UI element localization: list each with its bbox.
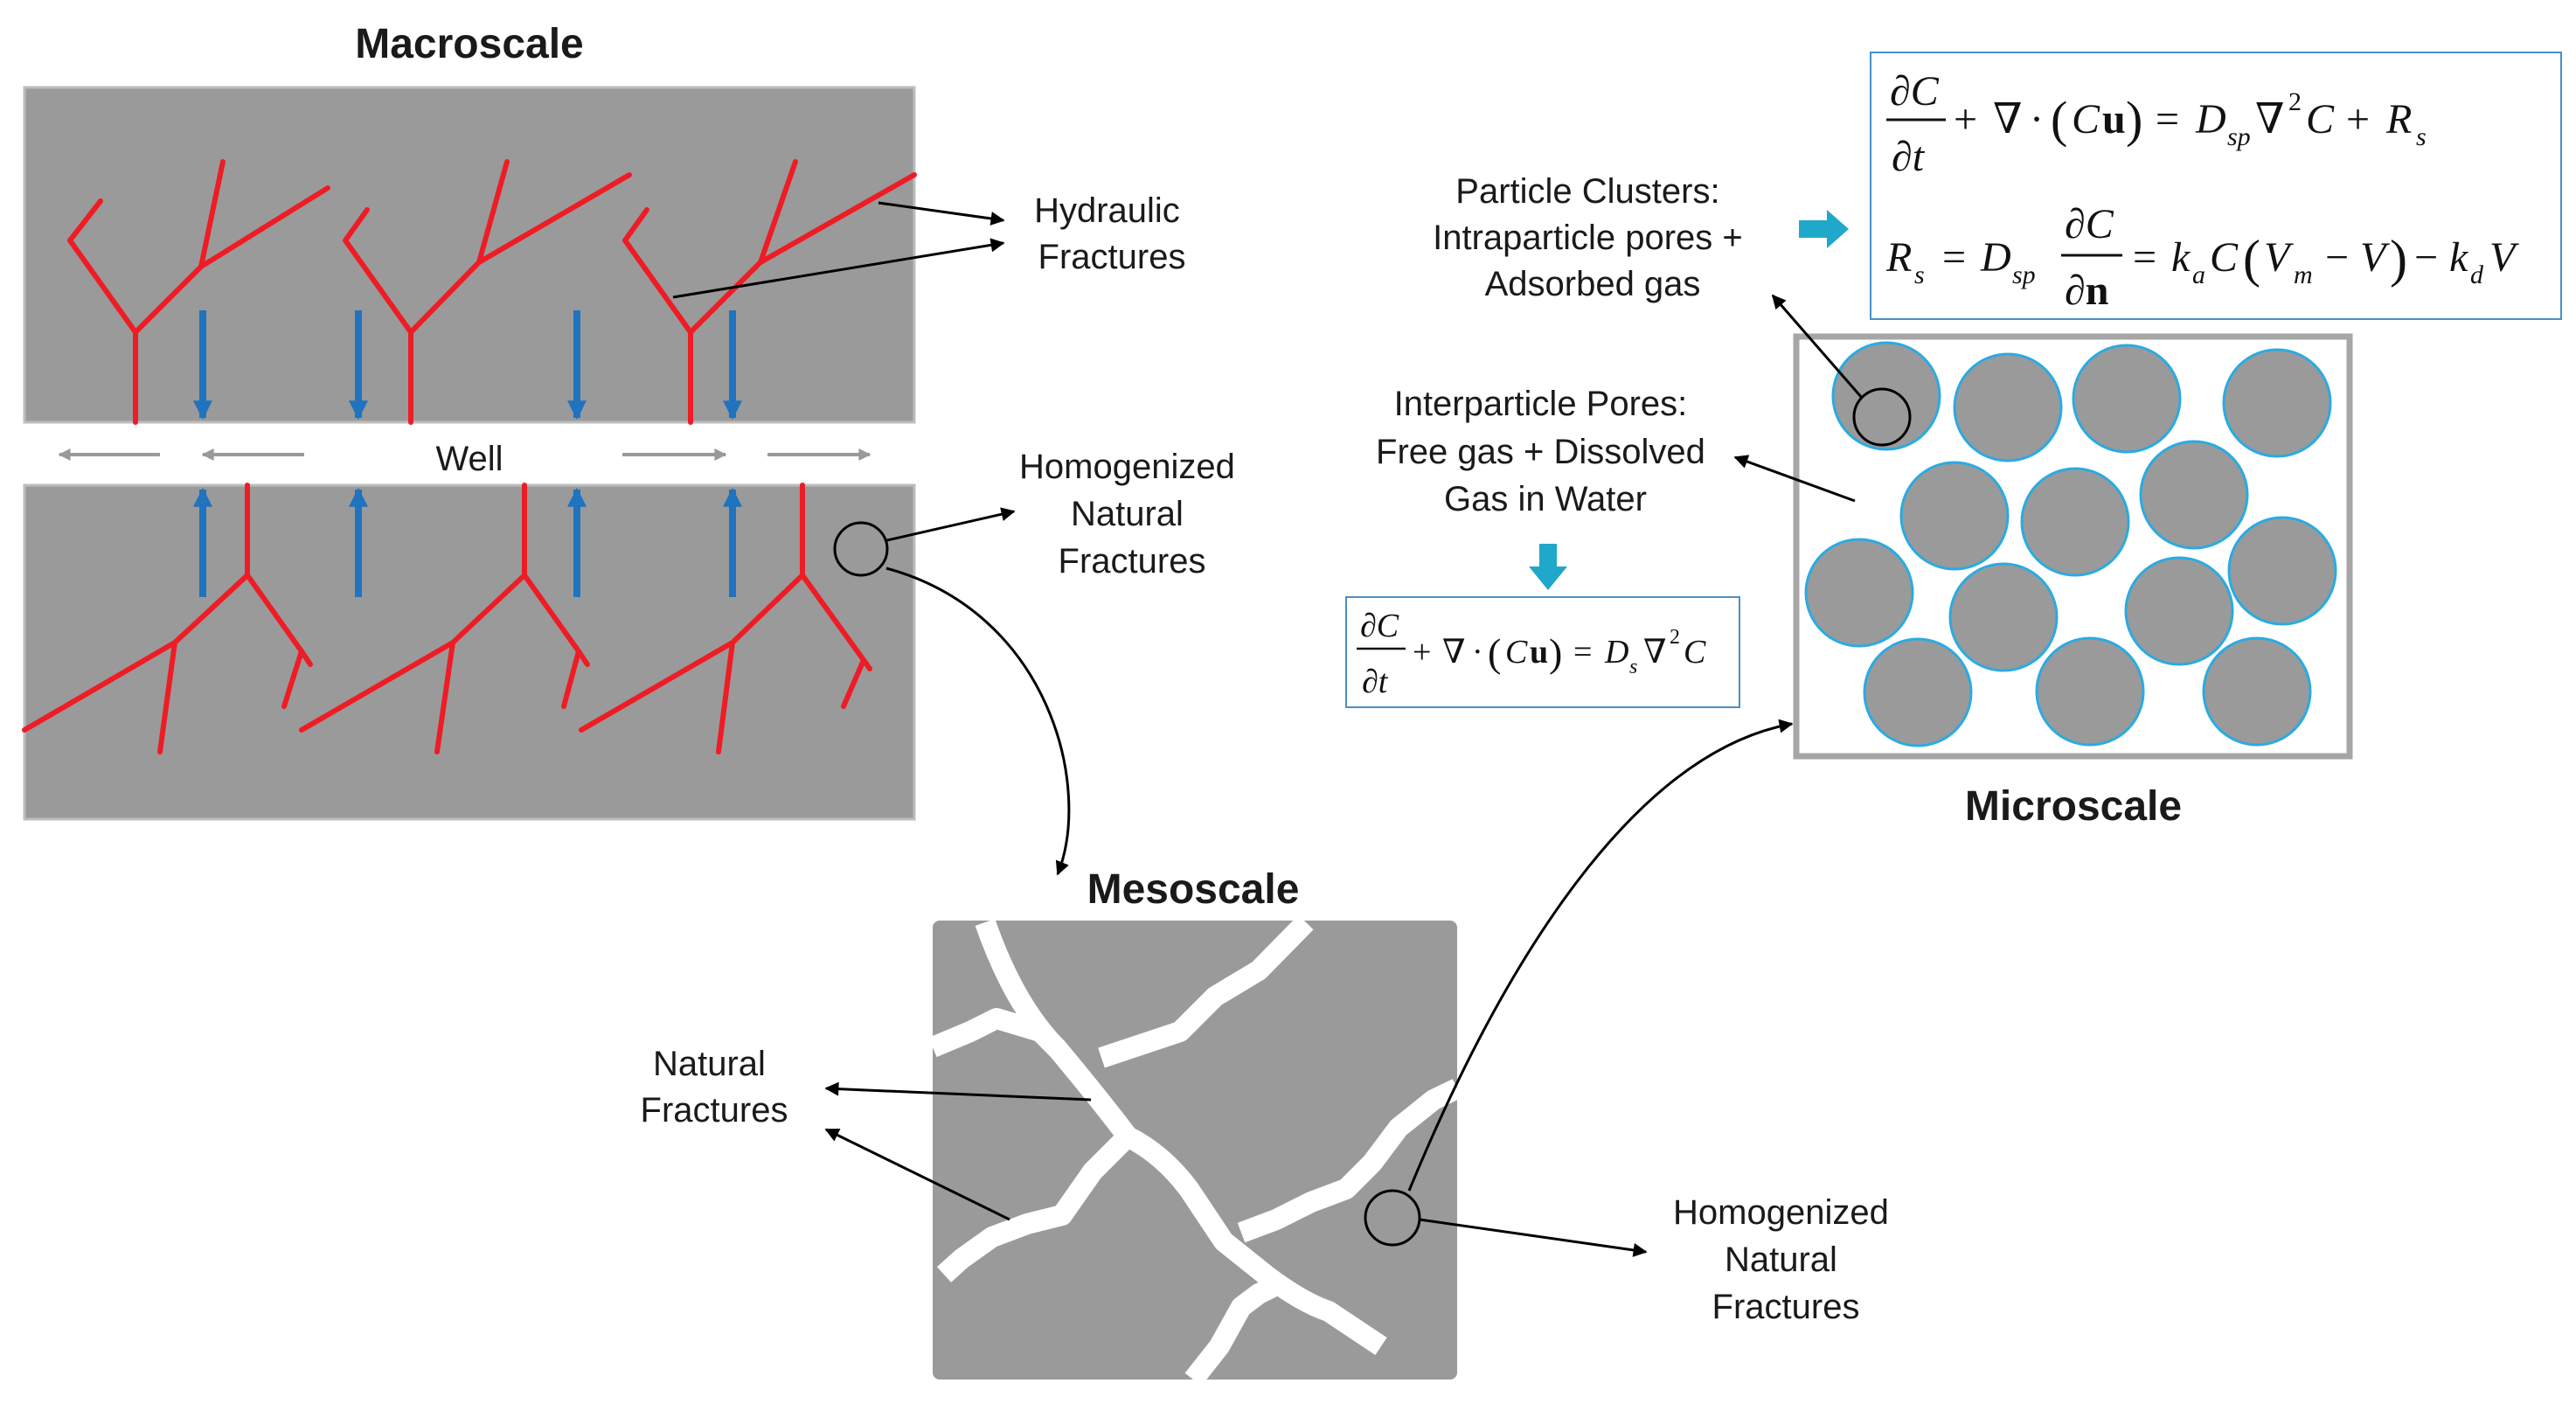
teal-arrow-right bbox=[1799, 210, 1849, 248]
svg-text:=: = bbox=[2156, 96, 2179, 142]
svg-text:s: s bbox=[1914, 261, 1925, 289]
equation-diffusion-interparticle: ∂C ∂t + ∇ · ( C u ) = D s ∇ 2 C bbox=[1357, 608, 1706, 700]
hydraulic-callout-arrows bbox=[672, 201, 1005, 299]
particle-clusters-label: Particle Clusters: Intraparticle pores +… bbox=[1433, 172, 1753, 303]
svg-text:s: s bbox=[2416, 122, 2427, 151]
svg-text:D: D bbox=[2195, 96, 2226, 142]
svg-text:(: ( bbox=[2051, 91, 2067, 148]
svg-text:∂C: ∂C bbox=[1360, 608, 1399, 644]
svg-text:∂n: ∂n bbox=[2065, 268, 2108, 314]
svg-text:∇: ∇ bbox=[2255, 96, 2285, 142]
svg-text:+: + bbox=[2346, 96, 2370, 142]
homog-callout-arrow bbox=[886, 507, 1016, 542]
macroscale-title: Macroscale bbox=[355, 21, 584, 67]
microscale-title: Microscale bbox=[1965, 783, 2182, 830]
svg-text:u: u bbox=[1530, 634, 1548, 671]
svg-text:−: − bbox=[2325, 234, 2349, 281]
interparticle-callout-arrow bbox=[1733, 455, 1856, 503]
teal-arrow-down bbox=[1529, 544, 1567, 590]
meso-homogenized-circle bbox=[1364, 1189, 1421, 1247]
svg-text:C: C bbox=[2210, 234, 2239, 281]
svg-text:·: · bbox=[2030, 96, 2044, 142]
particle-callout-arrow bbox=[1771, 294, 1864, 399]
hydraulic-fractures-upper bbox=[67, 159, 917, 425]
svg-text:−: − bbox=[2414, 234, 2438, 281]
mesoscale-block bbox=[933, 921, 1457, 1380]
svg-text:d: d bbox=[2470, 261, 2484, 289]
svg-text:∂C: ∂C bbox=[2065, 201, 2114, 247]
svg-text:∇: ∇ bbox=[1643, 634, 1667, 671]
svg-text:V: V bbox=[2360, 234, 2390, 281]
svg-text:sp: sp bbox=[2227, 122, 2251, 151]
mesoscale-title: Mesoscale bbox=[1087, 866, 1300, 913]
svg-text:R: R bbox=[2385, 96, 2412, 142]
svg-text:∇: ∇ bbox=[1442, 634, 1466, 671]
svg-text:(: ( bbox=[2243, 230, 2260, 288]
svg-text:∂t: ∂t bbox=[1892, 134, 1926, 180]
svg-text:C: C bbox=[2306, 96, 2335, 142]
svg-text:): ) bbox=[2126, 91, 2142, 148]
hydraulic-fractures-lower bbox=[22, 483, 872, 754]
svg-text:): ) bbox=[1549, 630, 1562, 675]
svg-text:2: 2 bbox=[1670, 626, 1680, 649]
particle-highlight-circle bbox=[1852, 387, 1912, 447]
svg-text:(: ( bbox=[1488, 630, 1501, 675]
svg-text:+: + bbox=[1954, 96, 1977, 142]
svg-text:a: a bbox=[2192, 261, 2205, 289]
meso-homogenized-label: Homogenized Natural Fractures bbox=[1673, 1193, 1899, 1326]
svg-text:D: D bbox=[1980, 234, 2011, 281]
macro-to-meso-arrow bbox=[885, 566, 1071, 876]
svg-text:): ) bbox=[2390, 230, 2407, 288]
homogenized-zone-circle bbox=[833, 521, 889, 577]
svg-text:+: + bbox=[1413, 634, 1431, 671]
svg-text:V: V bbox=[2264, 234, 2294, 281]
svg-text:∂t: ∂t bbox=[1362, 664, 1389, 700]
equation-box-interparticle bbox=[1345, 596, 1740, 708]
svg-text:2: 2 bbox=[2288, 87, 2302, 116]
svg-text:∇: ∇ bbox=[1993, 96, 2023, 142]
svg-text:k: k bbox=[2449, 234, 2469, 281]
svg-text:k: k bbox=[2171, 234, 2191, 281]
equation-diffusion-particle: ∂C ∂t + ∇ · ( C u ) = D sp ∇ 2 C + R s bbox=[1886, 68, 2427, 180]
equation-adsorption-rate: R s = D sp ∂C ∂n = k a C ( V m − V ) − k… bbox=[1885, 201, 2519, 314]
particle-clusters bbox=[1804, 341, 2337, 747]
svg-text:D: D bbox=[1604, 634, 1628, 671]
svg-text:V: V bbox=[2489, 234, 2519, 281]
hydraulic-fractures-label: Hydraulic Fractures bbox=[1034, 191, 1190, 276]
svg-text:=: = bbox=[2133, 234, 2156, 281]
natural-fractures-label: Natural Fractures bbox=[641, 1045, 788, 1129]
svg-text:=: = bbox=[1942, 234, 1966, 281]
meso-homog-callout-arrow bbox=[1419, 1218, 1648, 1257]
svg-text:m: m bbox=[2294, 261, 2313, 289]
upper-reservoir-block bbox=[23, 86, 916, 424]
homogenized-natural-fractures-label: Homogenized Natural Fractures bbox=[1019, 448, 1245, 580]
svg-text:C: C bbox=[1505, 634, 1528, 671]
svg-text:·: · bbox=[1472, 634, 1483, 671]
natural-callout-arrows bbox=[824, 1081, 1092, 1221]
svg-text:C: C bbox=[1684, 634, 1706, 671]
natural-fracture-network bbox=[928, 914, 1462, 1387]
svg-text:u: u bbox=[2102, 96, 2126, 142]
meso-to-micro-arrow bbox=[1407, 719, 1794, 1192]
svg-text:C: C bbox=[2072, 96, 2100, 142]
svg-text:sp: sp bbox=[2012, 261, 2036, 289]
interparticle-pores-label: Interparticle Pores: Free gas + Dissolve… bbox=[1376, 385, 1715, 518]
well-label: Well bbox=[435, 440, 503, 478]
equation-box-adsorption bbox=[1870, 52, 2562, 320]
svg-text:s: s bbox=[1629, 656, 1637, 678]
svg-text:∂C: ∂C bbox=[1890, 68, 1940, 115]
svg-text:=: = bbox=[1573, 634, 1592, 671]
svg-text:R: R bbox=[1885, 234, 1912, 281]
flow-arrows bbox=[193, 310, 742, 597]
